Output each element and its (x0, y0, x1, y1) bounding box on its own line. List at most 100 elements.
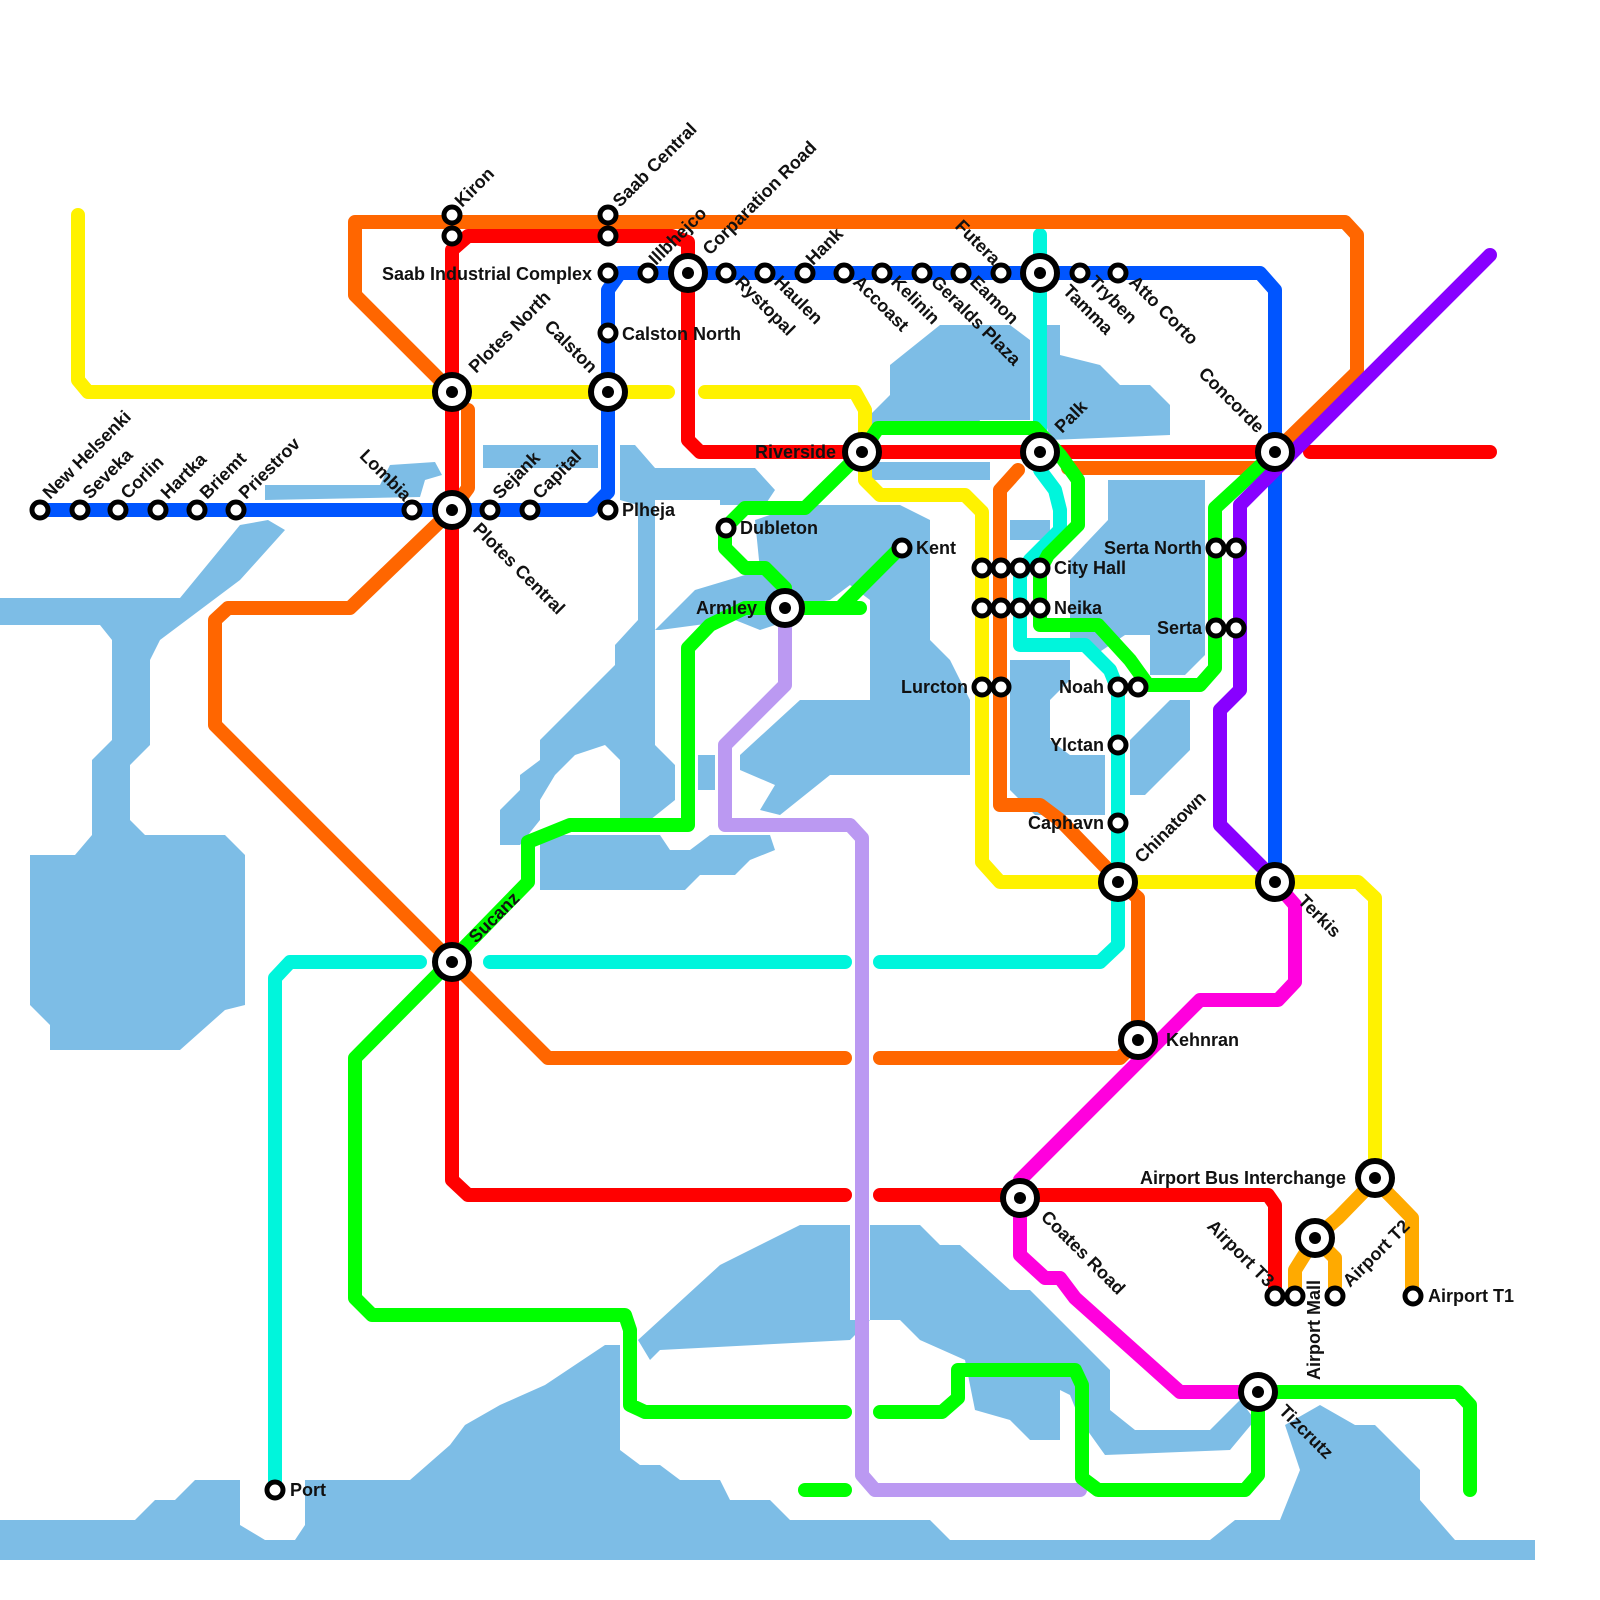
stop-eamon[interactable] (950, 262, 972, 284)
red-line-main (445, 229, 1282, 1202)
label-plheja: Plheja (622, 500, 676, 520)
stop-kelinin[interactable] (871, 262, 893, 284)
interchange-plotes-central[interactable] (432, 490, 472, 530)
stations (29, 204, 1424, 1501)
label-plotes-central: Plotes Central (469, 519, 569, 619)
stop-noah-2[interactable] (1127, 676, 1149, 698)
interchange-tizcrutz[interactable] (1238, 1372, 1278, 1412)
interchange-concorde[interactable] (1255, 432, 1295, 472)
label-caphavn: Caphavn (1028, 813, 1104, 833)
interchange-terkis[interactable] (1255, 862, 1295, 902)
stop-airport-t2[interactable] (1324, 1285, 1346, 1307)
stop-hartka[interactable] (147, 499, 169, 521)
stop-city-hall-2[interactable] (990, 557, 1012, 579)
stop-kent[interactable] (891, 537, 913, 559)
interchange-armley[interactable] (765, 588, 805, 628)
label-city-hall: City Hall (1054, 558, 1126, 578)
label-plotes-north: Plotes North (465, 287, 555, 377)
yellow-line-riverside (698, 385, 1382, 1187)
stop-tryben[interactable] (1069, 262, 1091, 284)
label-airport-t3: Airport T3 (1203, 1216, 1278, 1291)
stop-saab-industrial[interactable] (597, 262, 619, 284)
stop-geralds-plaza[interactable] (911, 262, 933, 284)
stop-hank[interactable] (794, 262, 816, 284)
stop-neika-4[interactable] (1029, 597, 1051, 619)
stop-city-hall-3[interactable] (1009, 557, 1031, 579)
label-kiron: Kiron (451, 163, 498, 210)
stop-accoast[interactable] (833, 262, 855, 284)
stop-neika-1[interactable] (971, 597, 993, 619)
label-calston: Calston (540, 316, 601, 377)
interchange-kehnran[interactable] (1118, 1020, 1158, 1060)
stop-airport-t1[interactable] (1402, 1285, 1424, 1307)
interchange-plotes-north[interactable] (432, 372, 472, 412)
stop-illbhejco[interactable] (637, 262, 659, 284)
stop-serta-north-1[interactable] (1205, 537, 1227, 559)
cyan-line-port (268, 955, 427, 1497)
label-kehnran: Kehnran (1166, 1030, 1239, 1050)
label-corparation-road: Corparation Road (699, 137, 821, 259)
stop-atto-corto[interactable] (1107, 262, 1129, 284)
stop-dubleton[interactable] (715, 517, 737, 539)
stop-city-hall-1[interactable] (971, 557, 993, 579)
yellow-line (71, 208, 675, 399)
stop-serta-north-2[interactable] (1225, 537, 1247, 559)
stop-neika-2[interactable] (990, 597, 1012, 619)
stop-caphavn[interactable] (1107, 812, 1129, 834)
stop-saab-central-2[interactable] (597, 225, 619, 247)
interchange-chinatown[interactable] (1098, 862, 1138, 902)
amber-line (1288, 1173, 1419, 1302)
stop-lurcton-1[interactable] (971, 676, 993, 698)
label-ylctan: Ylctan (1050, 735, 1104, 755)
water-south-coast (0, 1345, 1535, 1560)
stop-serta-2[interactable] (1225, 617, 1247, 639)
stop-lurcton-2[interactable] (990, 676, 1012, 698)
label-concorde: Concorde (1195, 363, 1269, 437)
stop-serta-1[interactable] (1205, 617, 1227, 639)
stop-capital[interactable] (519, 499, 541, 521)
label-noah: Noah (1059, 677, 1104, 697)
stop-plheja[interactable] (597, 499, 619, 521)
interchange-airport-bus[interactable] (1355, 1158, 1395, 1198)
stop-sejank[interactable] (479, 499, 501, 521)
interchange-coates-road[interactable] (1000, 1178, 1040, 1218)
interchange-tamma[interactable] (1020, 253, 1060, 293)
label-kent: Kent (916, 538, 956, 558)
stop-priestrov[interactable] (225, 499, 247, 521)
red-line-south (873, 1188, 1282, 1302)
stop-noah-1[interactable] (1107, 676, 1129, 698)
stop-ylctan[interactable] (1107, 734, 1129, 756)
label-armley: Armley (696, 598, 757, 618)
stop-kiron-2[interactable] (441, 225, 463, 247)
label-riverside: Riverside (755, 442, 836, 462)
interchange-sucanz[interactable] (432, 942, 472, 982)
stop-saab-central-1[interactable] (597, 204, 619, 226)
stop-haulen[interactable] (754, 262, 776, 284)
stop-lombia[interactable] (401, 499, 423, 521)
interchange-airport-mall[interactable] (1295, 1218, 1335, 1258)
water-north-strip (870, 462, 990, 480)
label-airport-t1: Airport T1 (1428, 1286, 1514, 1306)
stop-airport-t3[interactable] (1264, 1285, 1286, 1307)
stop-port[interactable] (264, 1479, 286, 1501)
water-east-pool (1130, 700, 1190, 795)
stop-futera[interactable] (990, 262, 1012, 284)
label-chinatown: Chinatown (1131, 788, 1210, 867)
stop-kiron-1[interactable] (441, 204, 463, 226)
interchange-riverside[interactable] (842, 432, 882, 472)
stop-briemt[interactable] (186, 499, 208, 521)
stop-calston-north[interactable] (597, 322, 619, 344)
interchange-palk[interactable] (1020, 432, 1060, 472)
stop-city-hall-4[interactable] (1029, 557, 1051, 579)
water-left-bay (0, 520, 285, 1050)
stop-rystopal[interactable] (715, 262, 737, 284)
stop-corlin[interactable] (107, 499, 129, 521)
stop-airport-mall[interactable] (1284, 1285, 1306, 1307)
stop-neika-3[interactable] (1009, 597, 1031, 619)
interchange-corparation-road[interactable] (668, 253, 708, 293)
stop-seveka[interactable] (69, 499, 91, 521)
stop-new-helsenki[interactable] (29, 499, 51, 521)
water-north-lake (870, 325, 1030, 435)
interchange-calston[interactable] (588, 372, 628, 412)
